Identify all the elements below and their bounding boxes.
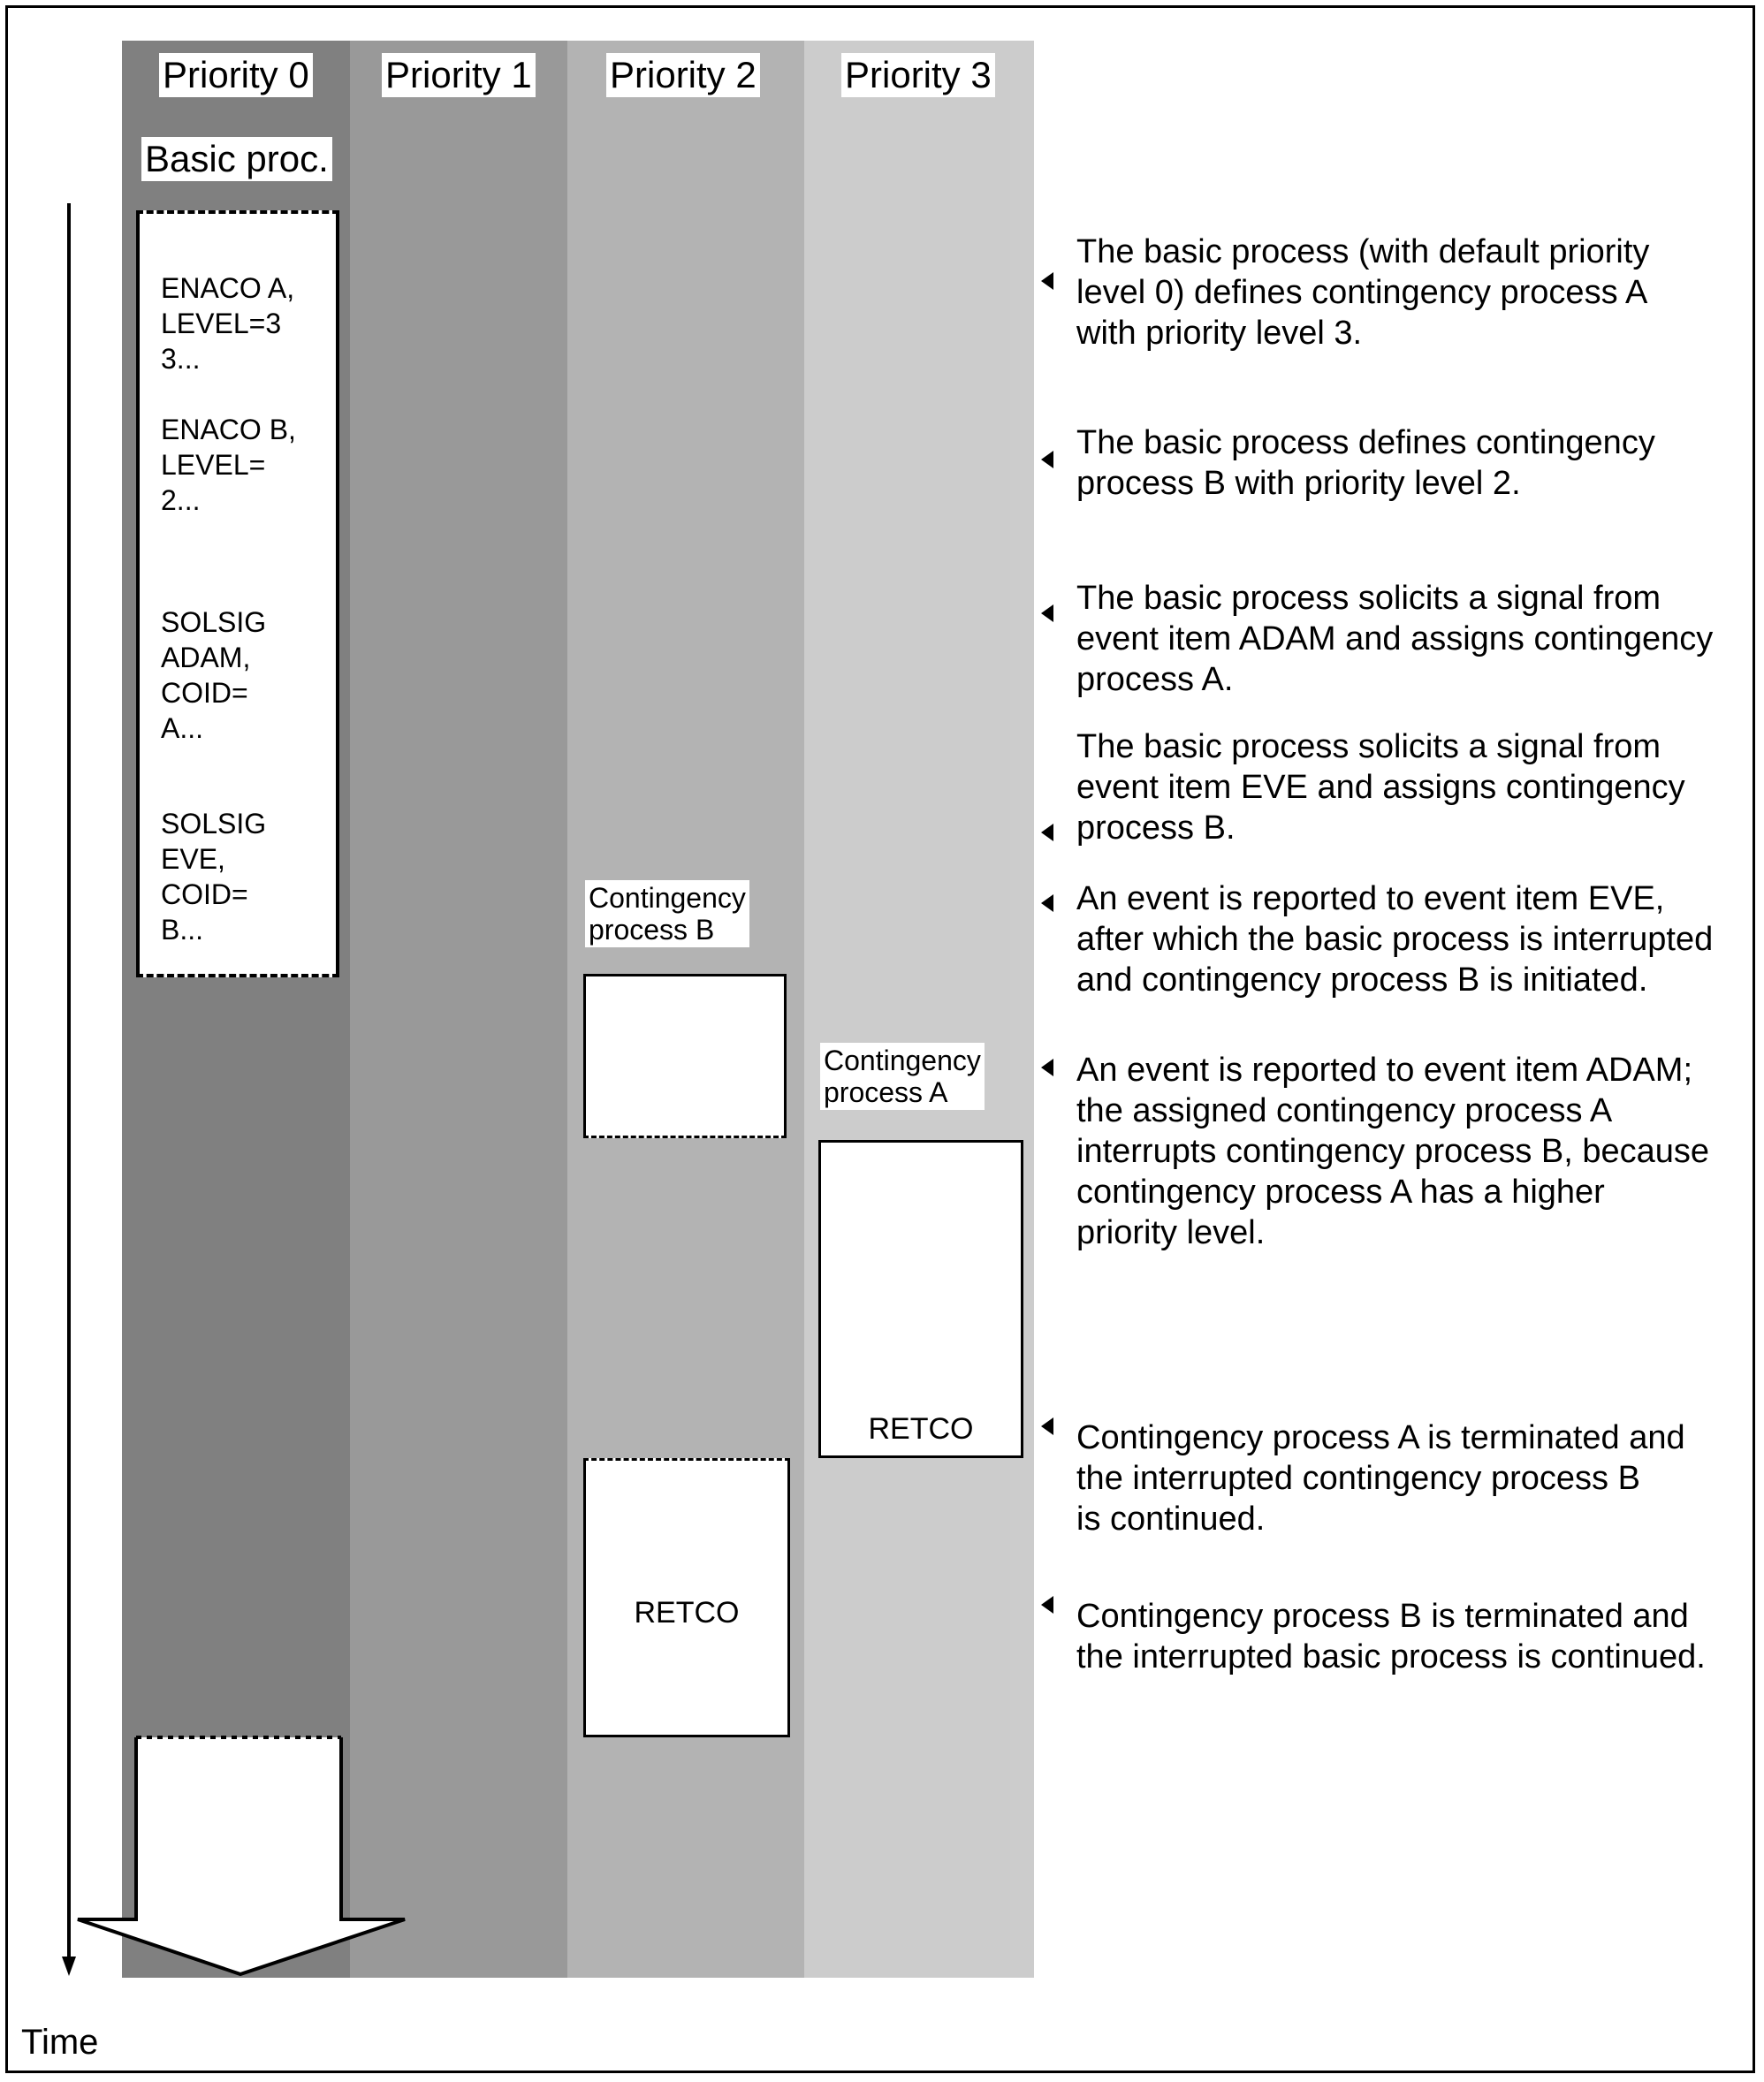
- basic-process-label: Basic proc.: [141, 137, 332, 181]
- annotation-pointer-icon: [1041, 894, 1053, 912]
- contingency-b-label: Contingency process B: [585, 880, 749, 947]
- lane-priority-1: [350, 41, 567, 1978]
- annotation-text: Contingency process B is terminated and …: [1076, 1598, 1706, 1675]
- annotation-pointer-icon: [1041, 1596, 1053, 1614]
- annotation-2: The basic process defines contingency pr…: [1041, 422, 1748, 555]
- lane-header-priority-1: Priority 1: [382, 53, 536, 97]
- command-enaco-a: ENACO A, LEVEL=3 3...: [161, 272, 295, 375]
- annotation-text: An event is reported to event item EVE, …: [1076, 880, 1714, 999]
- annotation-text: The basic process solicits a signal from…: [1076, 728, 1685, 847]
- lane-header-priority-3: Priority 3: [841, 53, 995, 97]
- contingency-b-box-end: RETCO: [583, 1458, 790, 1737]
- annotation-pointer-icon: [1041, 451, 1053, 468]
- annotation-text: The basic process defines contingency pr…: [1076, 424, 1655, 502]
- annotation-pointer-icon: [1041, 1059, 1053, 1076]
- contingency-a-label: Contingency process A: [820, 1043, 985, 1110]
- annotation-5: An event is reported to event item EVE, …: [1041, 878, 1748, 1011]
- diagram-frame: [5, 5, 1755, 2073]
- annotation-pointer-icon: [1041, 824, 1053, 841]
- basic-process-continue-arrow: [77, 1736, 406, 1977]
- retco-a-label: RETCO: [868, 1412, 974, 1446]
- annotation-text: The basic process (with default priority…: [1076, 233, 1650, 352]
- retco-b-label: RETCO: [634, 1596, 740, 1630]
- basic-process-box: ENACO A, LEVEL=3 3... ENACO B, LEVEL= 2.…: [136, 210, 339, 977]
- contingency-b-box-start: [583, 974, 787, 1138]
- annotation-pointer-icon: [1041, 272, 1053, 290]
- annotation-4: The basic process solicits a signal from…: [1041, 726, 1748, 859]
- annotation-text: The basic process solicits a signal from…: [1076, 580, 1714, 698]
- command-solsig-eve: SOLSIG EVE, COID= B...: [161, 808, 267, 946]
- lane-header-priority-0: Priority 0: [159, 53, 313, 97]
- annotation-text: An event is reported to event item ADAM;…: [1076, 1052, 1710, 1251]
- command-enaco-b: ENACO B, LEVEL= 2...: [161, 414, 296, 516]
- time-axis-arrow: [62, 203, 76, 1976]
- command-solsig-adam: SOLSIG ADAM, COID= A...: [161, 606, 267, 744]
- annotation-6: An event is reported to event item ADAM;…: [1041, 1050, 1748, 1262]
- time-axis-label: Time: [21, 2023, 99, 2062]
- annotation-pointer-icon: [1041, 1417, 1053, 1435]
- annotation-1: The basic process (with default priority…: [1041, 232, 1748, 364]
- annotation-7: Contingency process A is terminated and …: [1041, 1417, 1748, 1550]
- lane-priority-3: [804, 41, 1034, 1978]
- contingency-a-box: RETCO: [818, 1140, 1023, 1458]
- annotation-8: Contingency process B is terminated and …: [1041, 1596, 1748, 1729]
- annotation-pointer-icon: [1041, 604, 1053, 622]
- lane-header-priority-2: Priority 2: [606, 53, 760, 97]
- annotation-3: The basic process solicits a signal from…: [1041, 578, 1748, 710]
- annotation-text: Contingency process A is terminated and …: [1076, 1419, 1685, 1538]
